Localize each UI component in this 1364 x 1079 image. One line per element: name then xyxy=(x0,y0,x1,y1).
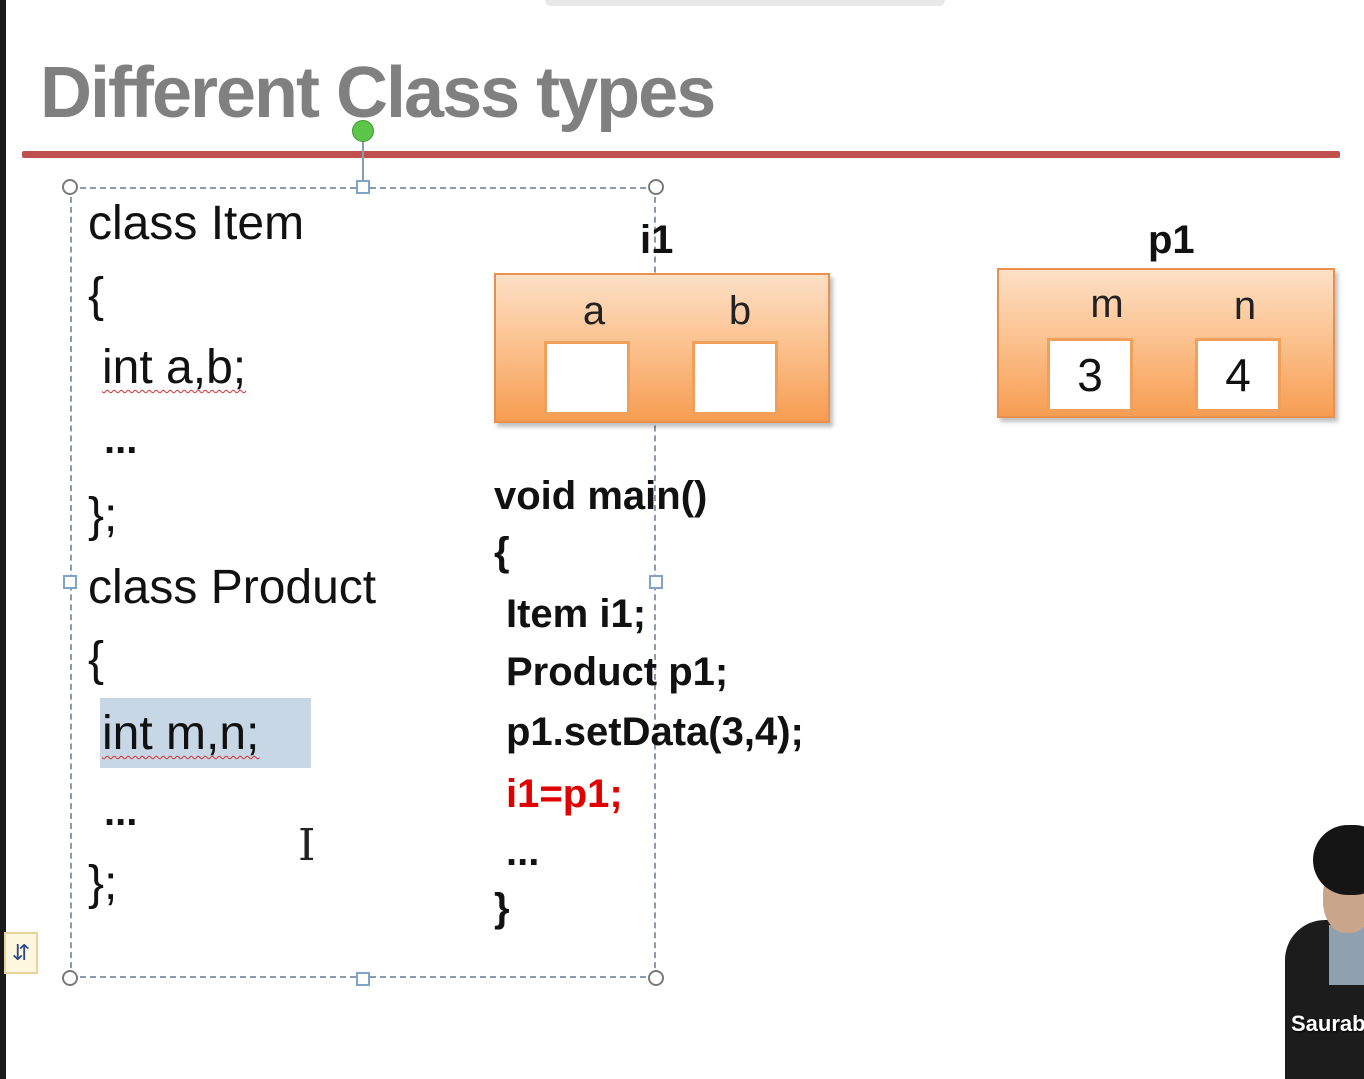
main-code-line[interactable]: Product p1; xyxy=(506,650,729,694)
presenter-video: Saurabh xyxy=(1285,825,1364,1079)
resize-handle-right[interactable] xyxy=(649,575,663,589)
code-line[interactable]: class Item xyxy=(88,197,305,250)
object-label-p1: p1 xyxy=(1148,218,1195,262)
resize-handle-bottom[interactable] xyxy=(356,972,370,986)
code-line[interactable]: { xyxy=(88,633,105,686)
ibeam-cursor-icon: I xyxy=(298,820,316,871)
code-line[interactable]: }; xyxy=(88,489,118,542)
code-line-selected[interactable]: int m,n; xyxy=(102,707,260,760)
window-edge xyxy=(0,0,6,1079)
object-box-i1: a b xyxy=(494,273,830,423)
layout-options-icon[interactable]: ⇵ xyxy=(4,932,38,974)
field-name: n xyxy=(1233,284,1257,328)
object-label-i1: i1 xyxy=(640,218,674,262)
field-name: m xyxy=(1090,282,1124,326)
main-code-line[interactable]: } xyxy=(494,886,510,930)
code-line[interactable]: ... xyxy=(104,418,138,462)
presenter-shirt xyxy=(1329,925,1364,985)
main-code-line-highlighted[interactable]: i1=p1; xyxy=(506,772,623,816)
rotate-handle-stem xyxy=(362,136,364,188)
resize-handle-top-right[interactable] xyxy=(648,179,664,195)
main-code-line[interactable]: void main() xyxy=(494,474,708,518)
resize-handle-bottom-left[interactable] xyxy=(62,970,78,986)
field-name: b xyxy=(728,289,752,333)
field-name: a xyxy=(582,289,606,333)
resize-handle-top-left[interactable] xyxy=(62,179,78,195)
resize-handle-bottom-right[interactable] xyxy=(648,970,664,986)
field-value-cell xyxy=(692,341,778,415)
object-box-p1: m n 3 4 xyxy=(997,268,1335,418)
presenter-hair xyxy=(1313,825,1364,895)
resize-handle-left[interactable] xyxy=(63,575,77,589)
field-value-cell xyxy=(544,341,630,415)
rotate-handle-icon[interactable] xyxy=(352,120,374,142)
presenter-name-overlay: Saurabh xyxy=(1291,1011,1364,1036)
field-value-cell: 4 xyxy=(1195,338,1281,412)
field-value-cell: 3 xyxy=(1047,338,1133,412)
code-line[interactable]: }; xyxy=(88,857,118,910)
title-underline xyxy=(22,151,1340,158)
slide-title: Different Class types xyxy=(40,53,716,133)
code-line[interactable]: { xyxy=(88,269,105,322)
code-line[interactable]: class Product xyxy=(88,561,377,614)
main-code-line[interactable]: ... xyxy=(506,830,540,874)
main-code-line[interactable]: p1.setData(3,4); xyxy=(506,710,804,754)
main-code-line[interactable]: { xyxy=(494,530,510,574)
resize-handle-top[interactable] xyxy=(356,180,370,194)
code-line[interactable]: int a,b; xyxy=(102,341,247,394)
text-selection-highlight xyxy=(100,698,311,768)
code-line[interactable]: ... xyxy=(104,790,138,834)
top-toolbar-tab xyxy=(545,0,945,6)
main-code-line[interactable]: Item i1; xyxy=(506,592,647,636)
